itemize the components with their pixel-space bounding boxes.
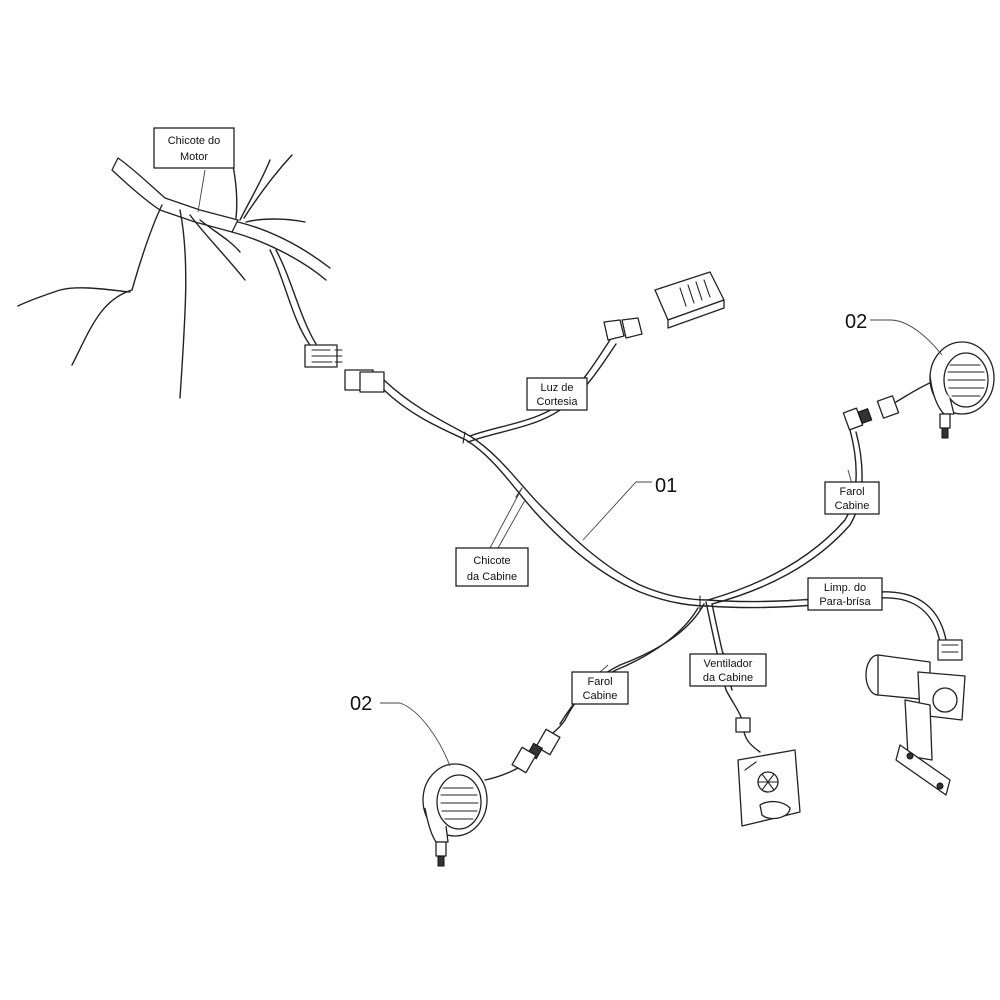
engine-harness: [17, 154, 343, 399]
svg-text:Motor: Motor: [180, 151, 208, 163]
label-luz-cortesia: Luz de Cortesia: [526, 377, 588, 411]
leader-lines: [197, 169, 943, 767]
svg-text:Luz de: Luz de: [540, 382, 573, 394]
svg-text:Cortesia: Cortesia: [537, 396, 579, 408]
label-chicote-motor: Chicote do Motor: [153, 127, 235, 169]
wiper-motor: [865, 654, 966, 796]
svg-text:da Cabine: da Cabine: [467, 571, 517, 583]
svg-text:Cabine: Cabine: [835, 500, 870, 512]
part-number-02-right: 02: [845, 311, 867, 333]
svg-text:Chicote: Chicote: [473, 555, 510, 567]
svg-text:Farol: Farol: [839, 486, 864, 498]
label-farol-cabine-right: Farol Cabine: [824, 481, 880, 515]
fan-branch: [705, 601, 761, 753]
part-number-01: 01: [655, 475, 677, 497]
part-number-02-left: 02: [350, 693, 372, 715]
svg-text:Para-brísa: Para-brísa: [819, 596, 871, 608]
label-chicote-cabine: Chicote da Cabine: [455, 547, 529, 587]
right-lamp-branch: [707, 381, 933, 605]
svg-text:da Cabine: da Cabine: [703, 672, 753, 684]
label-ventilador-cabine: Ventilador da Cabine: [689, 653, 767, 687]
fan-switch: [737, 749, 801, 827]
right-work-lamp: [929, 341, 995, 439]
svg-text:Farol: Farol: [587, 676, 612, 688]
svg-text:Cabine: Cabine: [583, 690, 618, 702]
svg-text:Chicote do: Chicote do: [168, 135, 221, 147]
cab-harness: [344, 271, 725, 611]
left-work-lamp: [422, 763, 488, 867]
svg-text:Ventilador: Ventilador: [704, 658, 753, 670]
label-limp-parabrisa: Limp. do Para-brísa: [807, 577, 883, 611]
svg-text:Limp. do: Limp. do: [824, 582, 866, 594]
label-farol-cabine-left: Farol Cabine: [571, 671, 629, 705]
